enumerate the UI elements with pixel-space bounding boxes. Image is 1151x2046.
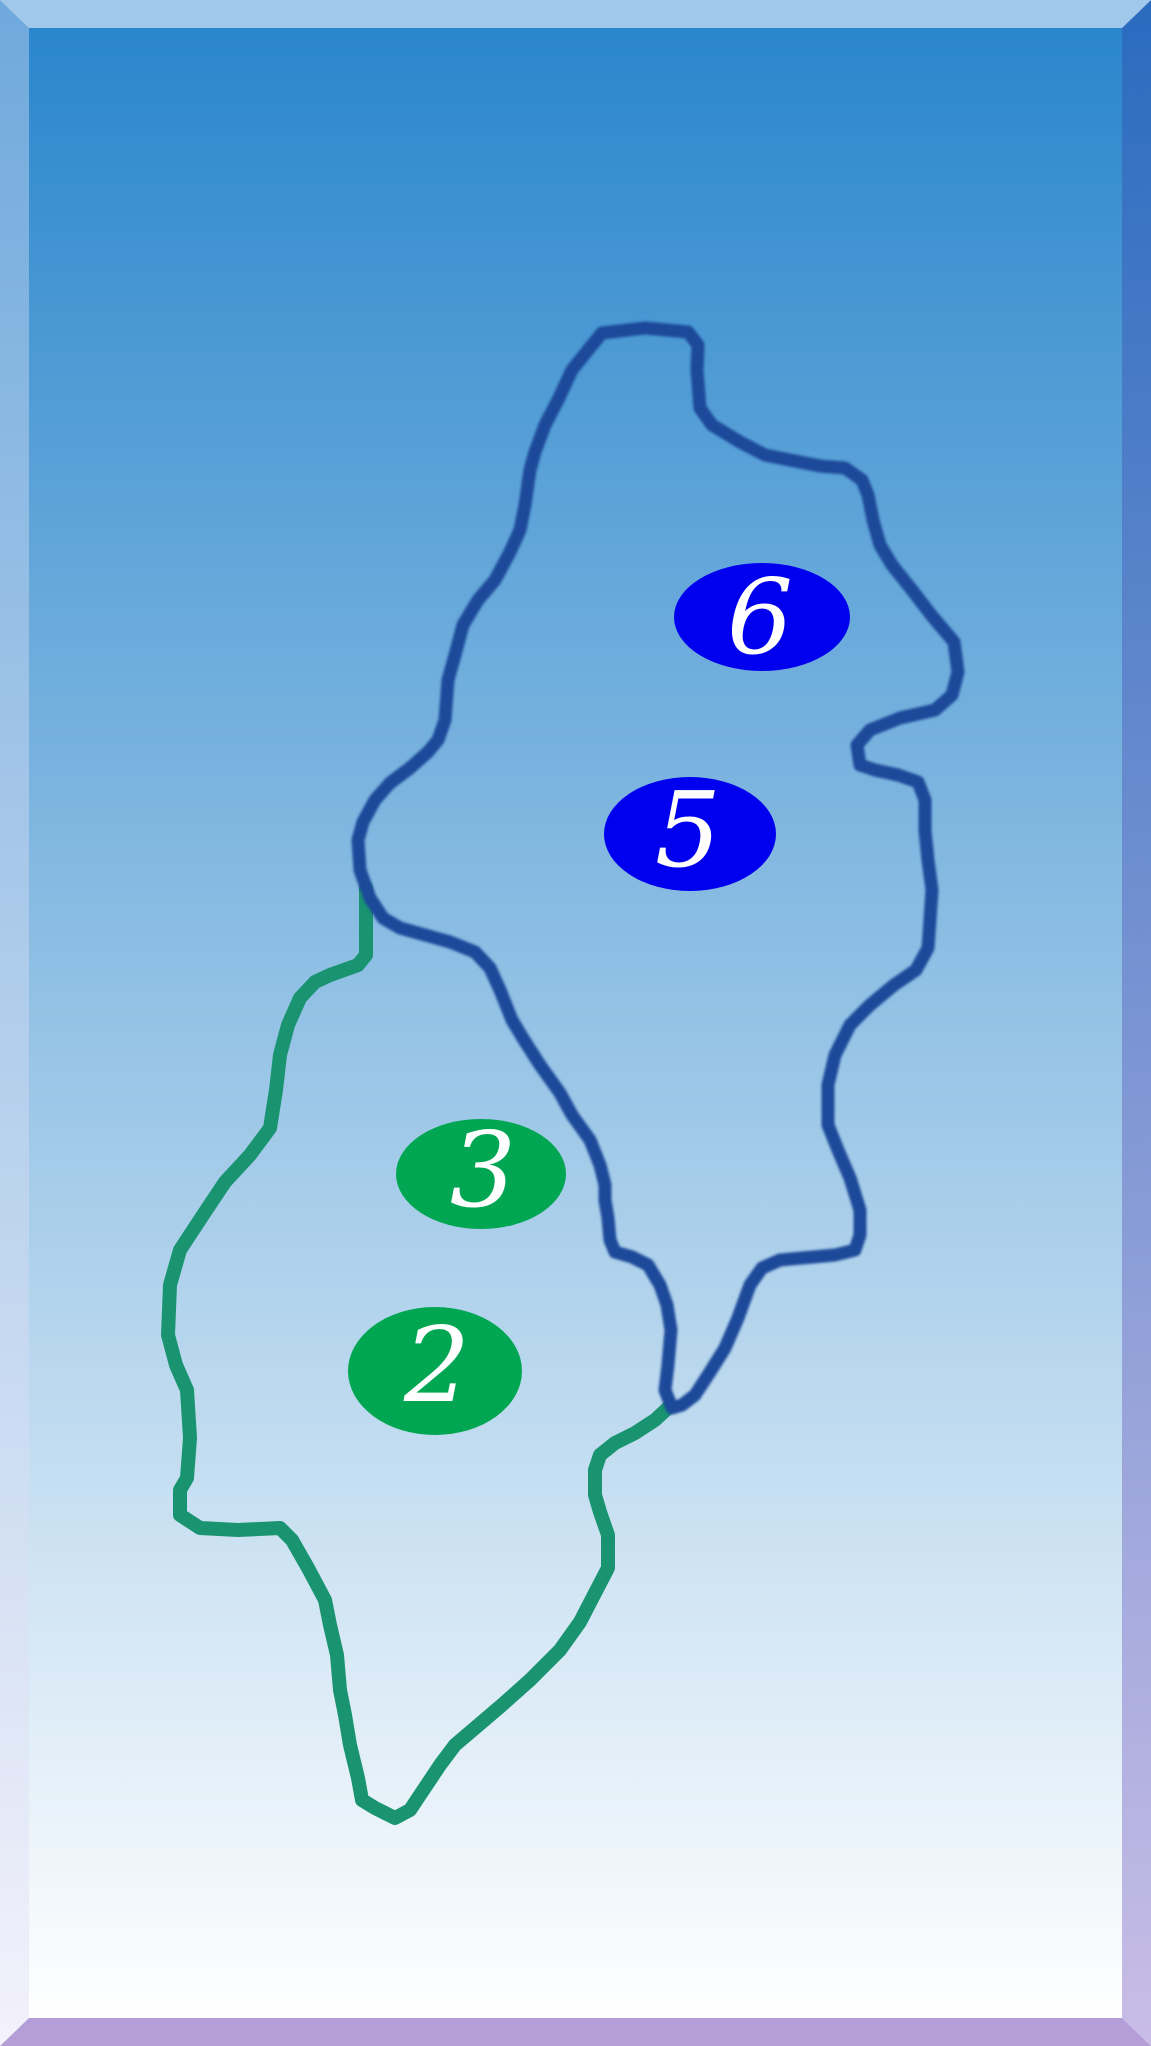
frame-right [1122,0,1151,2046]
badge-3[interactable]: 3 [396,1109,566,1231]
frame-bottom [0,2018,1151,2046]
green-region-outline[interactable] [161,881,675,1825]
badge-2[interactable]: 2 [348,1304,522,1435]
blue-region-outline[interactable] [351,321,965,1415]
frame-left [0,0,29,2046]
badge-5-label: 5 [655,769,721,891]
badge-6-label: 6 [727,556,793,678]
badge-3-label: 3 [450,1109,516,1231]
badge-5[interactable]: 5 [604,769,776,891]
badge-2-label: 2 [403,1304,470,1426]
badge-6[interactable]: 6 [674,556,850,678]
frame-top [0,0,1151,28]
board-background [29,28,1122,2018]
